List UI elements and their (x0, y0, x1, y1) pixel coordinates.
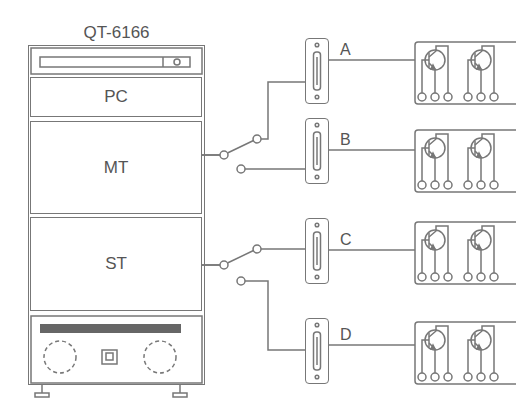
switch-contact (220, 151, 228, 159)
bottom-panel (31, 316, 202, 383)
transistor-symbol (464, 134, 498, 189)
pin-slot (314, 232, 321, 270)
switch-contact (237, 277, 245, 285)
db-connector: C (305, 218, 329, 284)
pin-slot (314, 132, 321, 170)
knob (144, 341, 176, 373)
screw (315, 43, 319, 47)
module-box: MT (30, 121, 202, 214)
screw (315, 223, 319, 227)
screw (315, 323, 319, 327)
wire (329, 149, 415, 151)
connector-detail (314, 43, 321, 379)
wire (329, 249, 415, 251)
connector-letter: D (339, 326, 353, 344)
slot-divider (162, 57, 164, 67)
switch-contact (237, 165, 245, 173)
wire-connector (202, 82, 305, 155)
module-box: ST (30, 217, 202, 311)
module-label: MT (104, 158, 129, 178)
transistor-symbol (464, 46, 498, 101)
wire (329, 59, 415, 61)
connector-letter: C (339, 231, 353, 249)
top-module (31, 48, 202, 74)
db-connector: D (305, 318, 329, 384)
module-label: PC (104, 87, 128, 107)
transistor-symbol (418, 46, 452, 101)
wire-connector (202, 155, 305, 169)
foot (41, 385, 43, 393)
screw (315, 375, 319, 379)
foot (35, 393, 49, 397)
transistor-board (415, 42, 516, 384)
pin-row (316, 337, 318, 365)
board-outline (415, 222, 516, 284)
drive-slot (40, 57, 190, 67)
pin-row (316, 57, 318, 85)
wire-connector (202, 265, 305, 350)
screw (315, 123, 319, 127)
board-outline (415, 130, 516, 192)
switch-contact (253, 245, 261, 253)
knob (44, 341, 76, 373)
pin-slot (314, 332, 321, 370)
transistor-symbol (418, 326, 452, 381)
db-connector: B (305, 118, 329, 184)
wire (329, 344, 415, 346)
switch-contact (253, 135, 261, 143)
board-outline (415, 322, 516, 384)
cabinet: QT-6166PCMTST (28, 45, 205, 385)
module-box: PC (30, 77, 202, 117)
screw (315, 275, 319, 279)
connector-letter: B (339, 131, 352, 149)
transistor-symbol (464, 326, 498, 381)
screw (315, 175, 319, 179)
connector-letter: A (339, 41, 352, 59)
power-switch (106, 353, 113, 360)
cabinet-title: QT-6166 (29, 23, 204, 43)
foot (173, 393, 187, 397)
switch-contact (220, 261, 228, 269)
indicator-light (174, 59, 180, 65)
board-outline (415, 42, 516, 104)
transistor-symbol (464, 226, 498, 281)
pin-slot (314, 52, 321, 90)
transistor-symbol (418, 134, 452, 189)
power-switch (102, 350, 117, 364)
screw (315, 95, 319, 99)
panel-bar (40, 324, 181, 333)
transistor-symbol (418, 226, 452, 281)
pin-row (316, 237, 318, 265)
pin-row (316, 137, 318, 165)
db-connector: A (305, 38, 329, 104)
module-label: ST (105, 254, 127, 274)
foot (179, 385, 181, 393)
